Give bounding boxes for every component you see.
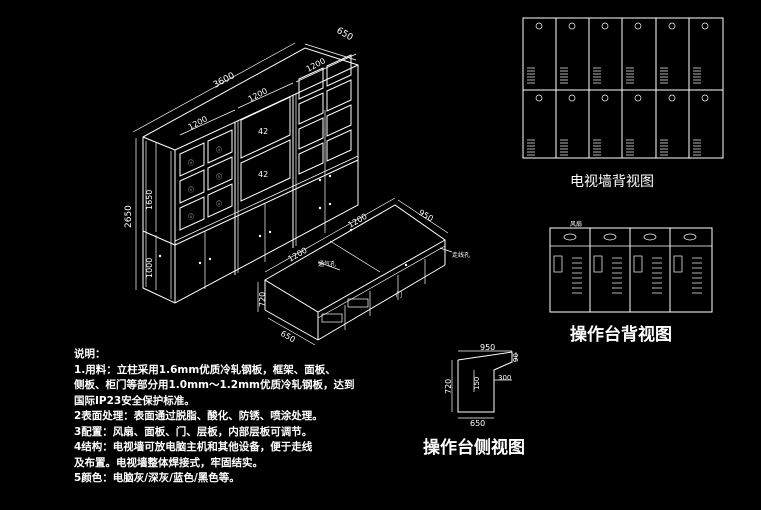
- right-monitor-grid: [298, 54, 352, 175]
- note-line: 1.用料：立柱采用1.6mm优质冷轧钢板，框架、面板、: [74, 363, 336, 376]
- center-monitor-grid: 42 42: [240, 96, 291, 202]
- dim-center-module: 1200: [247, 86, 269, 104]
- svg-text:ⓘ: ⓘ: [216, 200, 222, 208]
- side-dim-inner-w: 300: [498, 374, 511, 382]
- fan-icon: [668, 94, 676, 102]
- console-back-view: 风扇: [549, 220, 713, 313]
- side-dim-inner-h: 150: [473, 377, 481, 390]
- fan-icon: [668, 22, 676, 30]
- dim-upper-height: 1650: [145, 190, 154, 210]
- note-line: 3配置：风扇、面板、门、层板，内部层板可调节。: [74, 425, 313, 438]
- fan-icon: [643, 233, 657, 241]
- label-wire-hole: 走线孔: [452, 251, 470, 259]
- title-console-side: 操作台侧视图: [423, 438, 525, 458]
- side-dim-top: 950: [480, 343, 495, 352]
- svg-text:42: 42: [258, 127, 268, 136]
- note-line: 2表面处理：表面通过脱脂、酸化、防锈、喷涂处理。: [74, 410, 323, 422]
- fan-icon: [683, 233, 697, 241]
- cable-port: [673, 255, 683, 273]
- note-line: 国际IP23安全保护标准。: [74, 394, 195, 407]
- title-tv-wall-back: 电视墙背视图: [570, 174, 654, 190]
- svg-text:42: 42: [258, 170, 268, 179]
- fan-icon: [535, 94, 543, 102]
- fan-icon: [701, 22, 709, 30]
- side-dim-small: 90: [512, 353, 520, 362]
- svg-text:ⓘ: ⓘ: [216, 173, 222, 181]
- side-dim-height: 720: [444, 379, 453, 394]
- dim-lower-height: 1000: [145, 258, 154, 278]
- note-line: 说明：: [74, 348, 106, 360]
- label-door: 门: [396, 291, 402, 299]
- fan-icon: [563, 233, 577, 241]
- console-isometric: 1200 1200 950 720 650 通气孔 走线孔 门: [257, 197, 470, 346]
- cable-port: [633, 255, 643, 273]
- svg-text:ⓘ: ⓘ: [188, 159, 194, 167]
- note-line: 侧板、柜门等部分用1.0mm～1.2mm优质冷轧钢板，达到: [74, 379, 355, 391]
- dim-depth: 650: [335, 26, 355, 43]
- fan-icon: [568, 22, 576, 30]
- label-vent: 通气孔: [318, 260, 336, 268]
- svg-text:ⓘ: ⓘ: [188, 213, 194, 221]
- cable-port: [593, 255, 603, 273]
- fan-icon: [601, 22, 609, 30]
- console-dim-height: 720: [258, 292, 267, 307]
- tv-wall-back-view: [522, 17, 724, 159]
- console-dim-depth: 950: [417, 208, 435, 223]
- left-monitor-grid: ⓘ ⓘ ⓘ ⓘ ⓘ ⓘ: [179, 129, 233, 231]
- fan-icon: [701, 94, 709, 102]
- console-side-view: 950 90 720 150 300 650: [444, 343, 520, 428]
- dim-total-height: 2650: [124, 205, 134, 228]
- fan-icon: [634, 94, 642, 102]
- fan-icon: [603, 233, 617, 241]
- lower-cabinet-doors: [158, 110, 332, 289]
- label-fan: 风扇: [570, 220, 582, 228]
- note-line: 4结构：电视墙可放电脑主机和其他设备，便于走线: [74, 441, 313, 453]
- fan-icon: [634, 22, 642, 30]
- svg-text:ⓘ: ⓘ: [188, 186, 194, 194]
- cable-port: [553, 255, 563, 273]
- fan-icon: [568, 94, 576, 102]
- note-line: 5颜色：电脑灰/深灰/蓝色/黑色等。: [74, 472, 240, 484]
- console-dim-base: 650: [279, 329, 297, 344]
- fan-icon: [601, 94, 609, 102]
- title-console-back: 操作台背视图: [570, 325, 672, 345]
- note-line: 及布置。电视墙整体焊接式，牢固结实。: [74, 456, 263, 469]
- side-dim-base: 650: [470, 419, 485, 428]
- svg-text:ⓘ: ⓘ: [216, 146, 222, 154]
- dim-left-module: 1200: [187, 114, 209, 132]
- fan-icon: [535, 22, 543, 30]
- wall-dimensions: 3600 650 1200 1200 1200 2650 1650 1000: [124, 26, 357, 290]
- notes-block: 说明： 1.用料：立柱采用1.6mm优质冷轧钢板，框架、面板、 侧板、柜门等部分…: [74, 347, 374, 487]
